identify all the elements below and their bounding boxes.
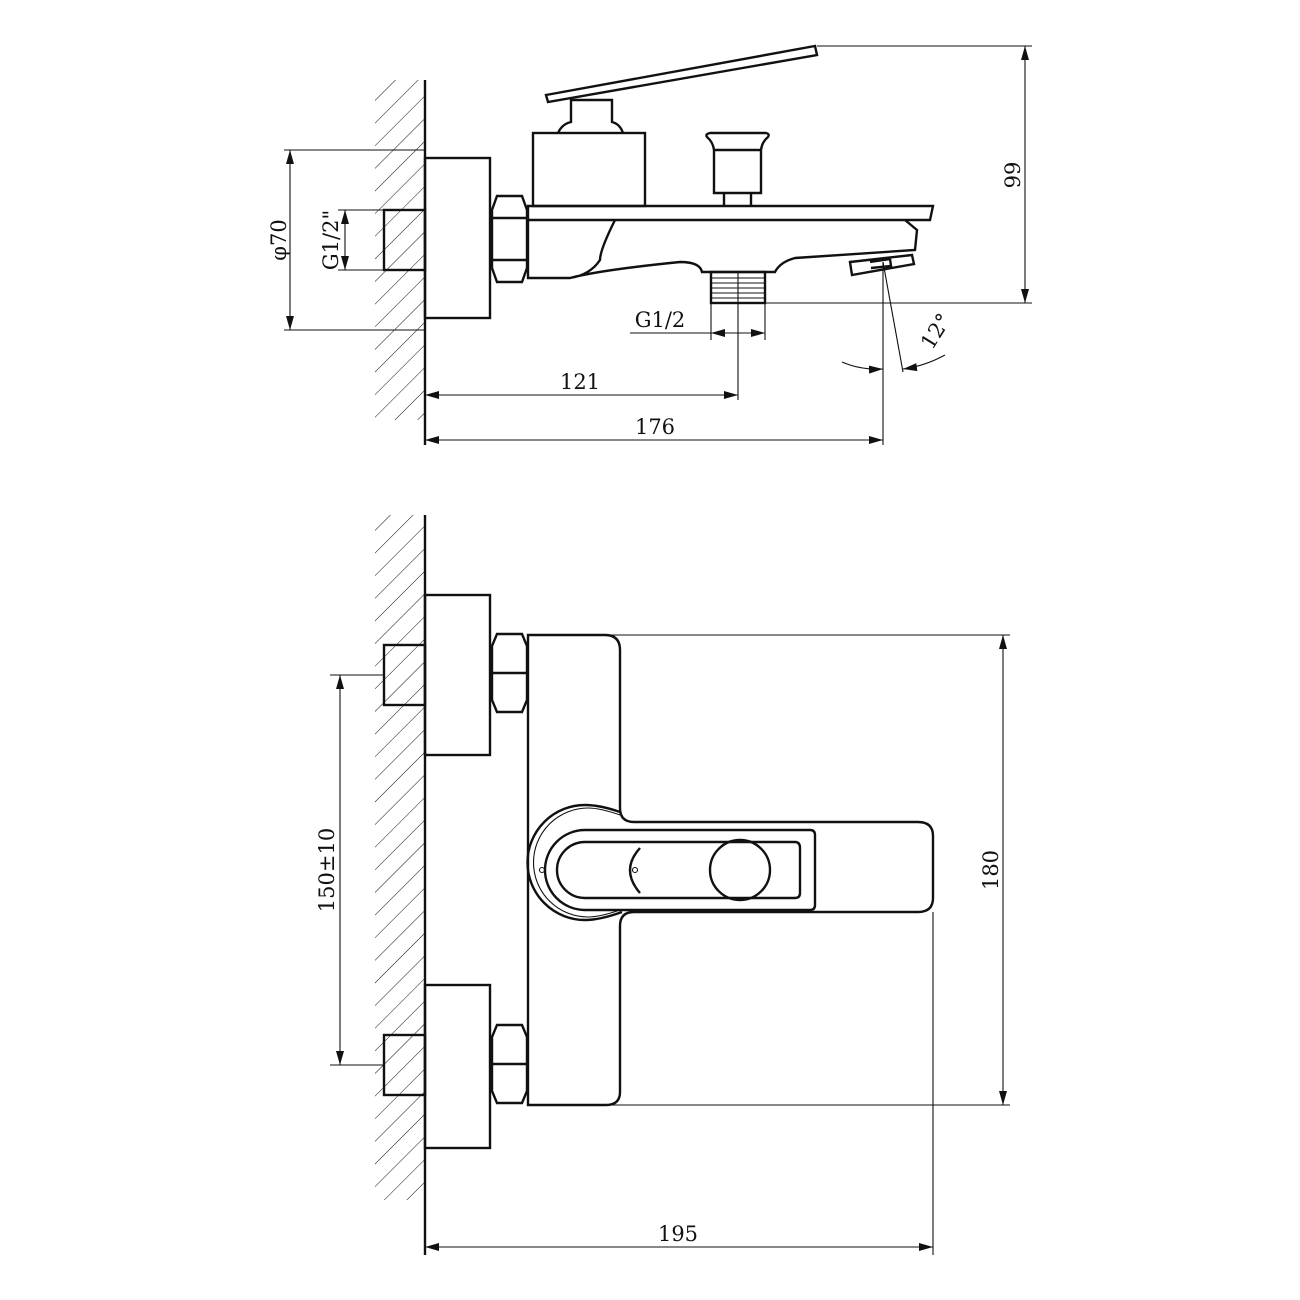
- side-view: 99 φ70 G1/2" G1/2 121 176 12°: [267, 44, 1032, 445]
- body-height-label: 180: [979, 850, 1003, 890]
- inlet-spacing-label: 150±10: [315, 828, 339, 912]
- handle-stem: [556, 98, 625, 134]
- top-plate: [526, 204, 935, 222]
- wall-flange: [423, 156, 492, 320]
- mixer-body: [526, 633, 935, 1107]
- inlet-thread-label: G1/2": [319, 210, 343, 270]
- outlet-offset-label: 121: [560, 370, 600, 394]
- wall-hatch-front: [375, 515, 425, 1200]
- lever-circle: [708, 838, 772, 902]
- upper-flange: [423, 593, 492, 757]
- upper-hex-nut: [490, 632, 529, 714]
- wall-hatch: [375, 80, 425, 420]
- inlet-pipe: [382, 208, 427, 272]
- spout-projection-label: 176: [635, 415, 675, 439]
- lower-flange: [423, 983, 492, 1150]
- dimensions-front: 150±10 180 195: [315, 634, 1010, 1255]
- front-view: 150±10 180 195: [315, 515, 1010, 1255]
- lever-slot: [555, 840, 802, 900]
- aerator: [848, 253, 916, 277]
- lever-rosette: [526, 803, 623, 922]
- lever-handle: [544, 44, 819, 104]
- total-projection-label: 195: [658, 1222, 698, 1246]
- lower-hex-nut: [490, 1023, 529, 1105]
- lever-top: [543, 828, 817, 912]
- height-dim-label: 99: [1001, 162, 1025, 189]
- outlet-thread-label: G1/2: [635, 308, 686, 332]
- hex-nut: [490, 194, 529, 284]
- spout-angle-label: 12°: [916, 309, 956, 353]
- flange-diameter-label: φ70: [267, 219, 291, 260]
- spout-body: [526, 219, 919, 280]
- diverter-knob: [705, 131, 770, 206]
- cartridge-housing: [531, 131, 647, 208]
